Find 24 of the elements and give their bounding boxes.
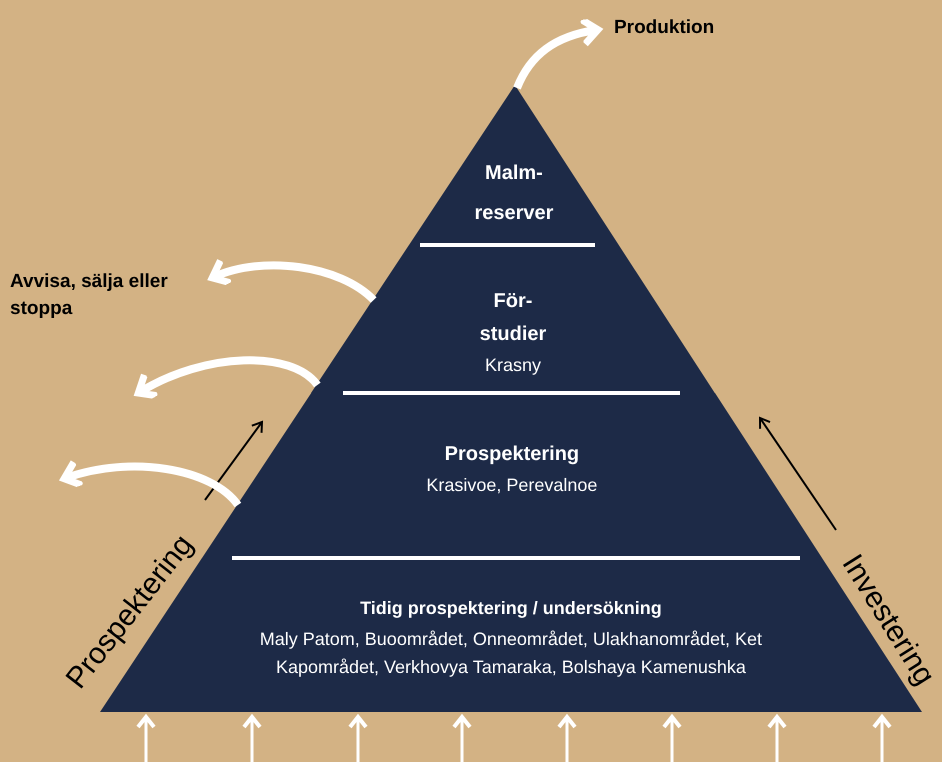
outcome-label: Avvisa, sälja eller stoppa xyxy=(10,268,200,322)
arrow xyxy=(208,260,376,303)
arrow xyxy=(872,715,892,762)
level-title: Tidig prospektering / undersökning xyxy=(360,597,662,620)
arrow xyxy=(134,356,320,400)
level-title: Prospektering xyxy=(444,442,580,467)
arrow xyxy=(60,462,241,508)
arrow xyxy=(136,715,156,762)
level-subtitle: Krasivoe, Perevalnoe xyxy=(426,474,598,497)
arrow xyxy=(557,715,577,762)
level-title: Malm- reserver xyxy=(473,161,554,226)
arrow xyxy=(242,715,262,762)
arrow xyxy=(513,18,602,90)
level-subtitle: Maly Patom, Buoområdet, Onneområdet, Ulakhanområdet, Ket Kapområdet, Verkhovya Tamaraka, Bolshaya Kamenushka xyxy=(258,628,764,679)
pyramid-level xyxy=(409,85,619,245)
level-subtitle: Krasny xyxy=(484,354,541,377)
pyramid-level xyxy=(202,393,822,558)
level-title: För- studier xyxy=(478,289,548,347)
arrow xyxy=(348,715,368,762)
arrow xyxy=(767,715,787,762)
outcome-label: Produktion xyxy=(614,14,714,41)
arrow xyxy=(452,715,472,762)
arrow xyxy=(662,715,682,762)
pyramid-level xyxy=(311,245,715,393)
